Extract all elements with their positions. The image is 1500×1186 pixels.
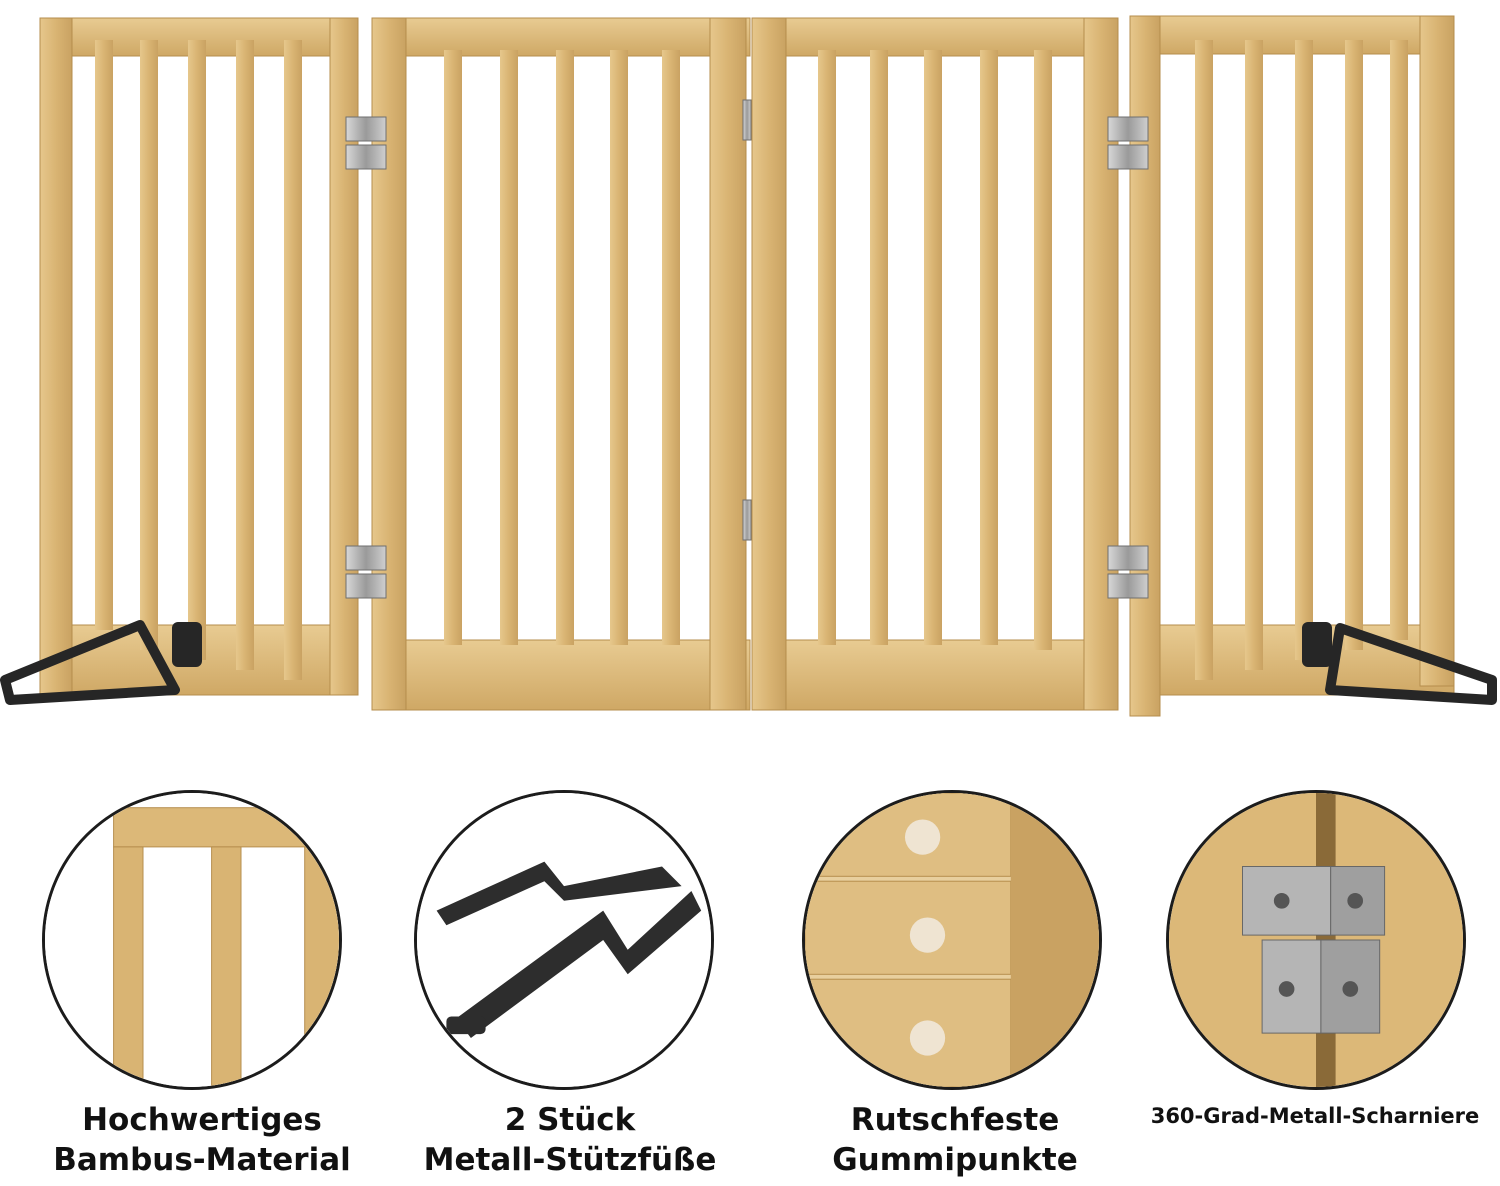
metal-support-feet-closeup — [414, 790, 714, 1090]
support-foot-right — [1302, 622, 1497, 705]
feature-caption-rubber-pads: Rutschfeste Gummipunkte — [790, 1100, 1120, 1180]
gate-panel-2 — [371, 17, 751, 711]
caption-line-2: Gummipunkte — [832, 1142, 1078, 1178]
support-foot-left — [0, 620, 202, 705]
feature-caption-hinges: 360-Grad-Metall-Scharniere — [1125, 1100, 1500, 1132]
caption-line-1: Hochwertiges — [82, 1102, 322, 1138]
metal-hinge-closeup — [1166, 790, 1466, 1090]
feature-caption-support-feet: 2 Stück Metall-Stützfüße — [405, 1100, 735, 1180]
pet-gate-product-image — [0, 15, 1497, 717]
rubber-pads-closeup — [802, 790, 1102, 1090]
gate-panel-3 — [751, 17, 1119, 711]
caption-line-1: Rutschfeste — [850, 1102, 1060, 1138]
feature-caption-bamboo: Hochwertiges Bambus-Material — [37, 1100, 367, 1180]
gate-panel-1 — [39, 17, 359, 696]
caption-line-1: 2 Stück — [504, 1102, 636, 1138]
caption-line-1: 360-Grad-Metall-Scharniere — [1150, 1104, 1480, 1128]
caption-line-2: Bambus-Material — [53, 1142, 351, 1178]
hinge-group — [345, 99, 1149, 599]
bamboo-frame-closeup — [42, 790, 342, 1090]
caption-line-2: Metall-Stützfüße — [423, 1142, 717, 1178]
gate-panel-4 — [1129, 15, 1455, 717]
